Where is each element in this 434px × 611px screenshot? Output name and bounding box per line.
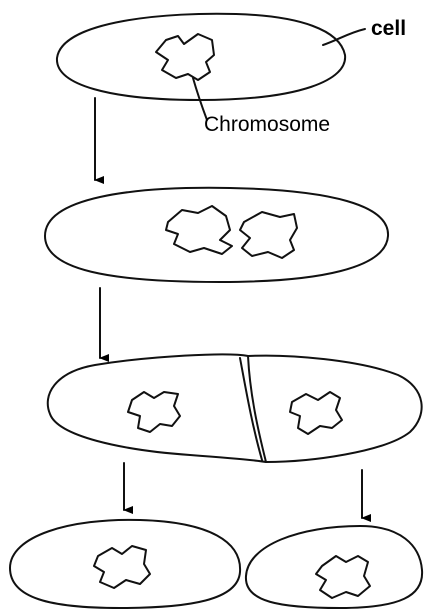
chromosome-2a bbox=[166, 206, 232, 254]
cell-membrane-1 bbox=[57, 14, 345, 100]
cell-membrane-4-right bbox=[246, 526, 422, 608]
chromosome-1 bbox=[156, 34, 214, 80]
chromosome-4a bbox=[94, 546, 150, 588]
chromosome-3a bbox=[128, 392, 180, 432]
division-groove bbox=[240, 358, 262, 460]
daughter-cell-right bbox=[246, 526, 422, 608]
stage-3-cell bbox=[48, 354, 422, 462]
stage-1-cell bbox=[57, 14, 345, 100]
cell-membrane-2 bbox=[45, 188, 388, 282]
cell-membrane-4-left bbox=[10, 520, 240, 608]
daughter-cell-left bbox=[10, 520, 240, 608]
chromosome-label: Chromosome bbox=[204, 113, 330, 136]
cell-membrane-3-left bbox=[48, 354, 266, 462]
chromosome-2b bbox=[240, 212, 297, 258]
chromosome-3b bbox=[290, 392, 342, 434]
chromosome-4b bbox=[316, 556, 370, 598]
cell-label-pointer bbox=[323, 29, 365, 45]
cell-label: cell bbox=[371, 17, 406, 40]
cell-membrane-3-right bbox=[248, 356, 422, 462]
stage-2-cell bbox=[45, 188, 388, 282]
